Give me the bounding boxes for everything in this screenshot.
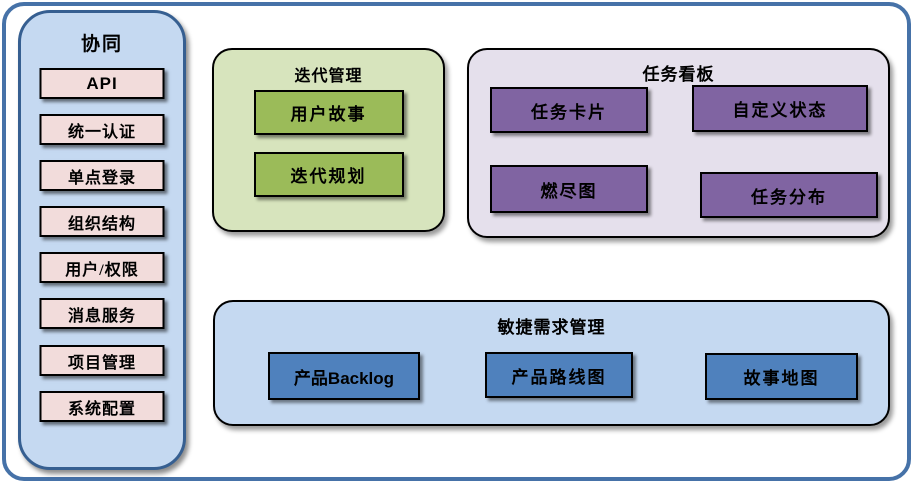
sidebar-item-message-service: 消息服务 bbox=[39, 298, 165, 329]
feature-task-distribution: 任务分布 bbox=[700, 172, 878, 218]
task-board-title: 任务看板 bbox=[642, 65, 715, 84]
collaboration-sidebar: 协同 API 统一认证 单点登录 组织结构 用户/权限 消息服务 项目管理 系统… bbox=[18, 10, 186, 470]
feature-product-backlog: 产品Backlog bbox=[268, 352, 420, 400]
sidebar-item-single-sign-on: 单点登录 bbox=[39, 160, 165, 191]
feature-story-map: 故事地图 bbox=[705, 353, 858, 400]
sidebar-item-api: API bbox=[39, 68, 165, 99]
feature-product-roadmap: 产品路线图 bbox=[485, 352, 633, 398]
feature-custom-status: 自定义状态 bbox=[692, 85, 868, 132]
feature-task-cards: 任务卡片 bbox=[490, 87, 648, 133]
sidebar-item-org-structure: 组织结构 bbox=[39, 206, 165, 237]
feature-user-stories: 用户故事 bbox=[253, 90, 404, 135]
iteration-management-group: 迭代管理 用户故事 迭代规划 bbox=[212, 48, 445, 232]
collaboration-sidebar-title: 协同 bbox=[80, 34, 123, 55]
sidebar-item-unified-auth: 统一认证 bbox=[39, 114, 165, 145]
iteration-management-title: 迭代管理 bbox=[294, 68, 363, 85]
agile-requirements-title: 敏捷需求管理 bbox=[497, 318, 606, 337]
sidebar-item-project-management: 项目管理 bbox=[39, 345, 165, 376]
task-board-group: 任务看板 任务卡片 自定义状态 燃尽图 任务分布 bbox=[467, 48, 890, 238]
feature-iteration-planning: 迭代规划 bbox=[253, 152, 404, 197]
sidebar-item-system-config: 系统配置 bbox=[39, 391, 165, 422]
feature-burndown-chart: 燃尽图 bbox=[490, 165, 648, 213]
agile-requirements-group: 敏捷需求管理 产品Backlog 产品路线图 故事地图 bbox=[213, 300, 890, 426]
sidebar-item-user-permissions: 用户/权限 bbox=[39, 252, 165, 283]
